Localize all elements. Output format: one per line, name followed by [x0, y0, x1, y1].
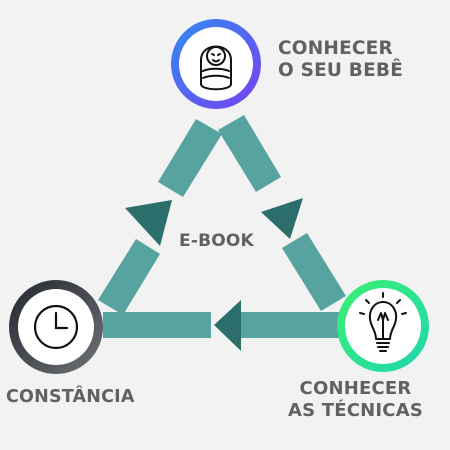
clock-icon	[33, 304, 79, 350]
node-top	[171, 19, 261, 109]
baby-icon	[200, 45, 232, 91]
arrow-head-bottom	[214, 300, 241, 351]
label-line: CONHECER	[278, 38, 393, 59]
node-right	[337, 280, 429, 372]
label-line: O SEU BEBÊ	[278, 60, 404, 82]
band-left-lower	[98, 239, 160, 315]
label-line: CONHECER	[299, 378, 412, 399]
band-left-upper	[158, 119, 222, 197]
center-label: E-BOOK	[179, 231, 254, 251]
band-right-lower	[282, 233, 346, 311]
node-left	[9, 280, 103, 374]
band-bottom-left	[103, 312, 211, 338]
arrow-head-left	[125, 200, 172, 246]
label-know-your-baby: CONHECER O SEU BEBÊ	[278, 38, 403, 82]
arrow-head-right	[261, 198, 303, 239]
label-constancy: CONSTÂNCIA	[6, 387, 135, 407]
band-right-upper	[218, 115, 281, 192]
label-know-the-techniques: CONHECER AS TÉCNICAS	[288, 378, 423, 421]
label-line: AS TÉCNICAS	[288, 399, 424, 421]
lightbulb-icon	[359, 292, 407, 352]
band-bottom-right	[238, 312, 346, 338]
